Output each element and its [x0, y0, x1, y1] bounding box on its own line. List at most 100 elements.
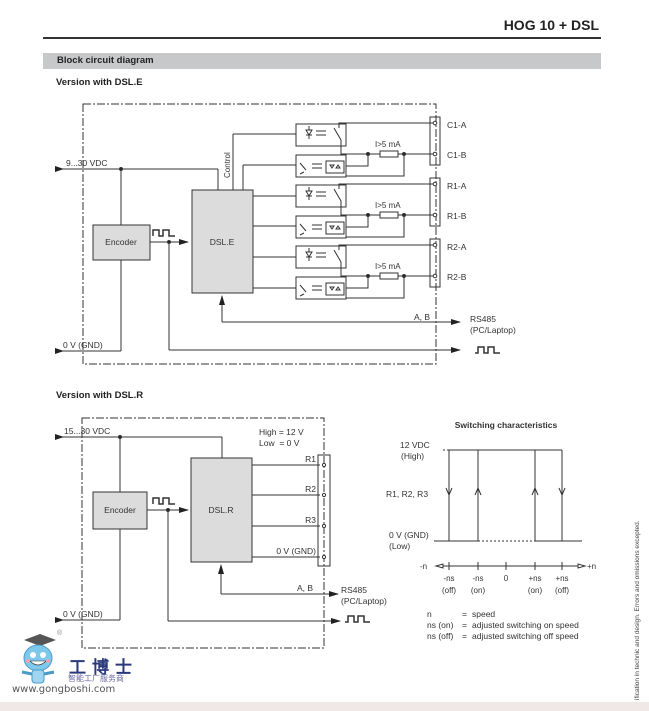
- led-icon: [305, 187, 313, 200]
- relay-channel: [295, 120, 438, 178]
- switching-chart: [434, 449, 587, 570]
- legend-key: ns (off): [427, 631, 453, 641]
- diode-bridge-icon: [325, 160, 345, 174]
- dslr-heading: Version with DSL.R: [56, 390, 144, 401]
- dslr-output-r2: R2: [305, 484, 316, 494]
- terminal-label-r2a: R2-A: [447, 242, 467, 252]
- legend-equals: =: [462, 620, 467, 630]
- legend-desc: speed: [472, 609, 495, 619]
- dslr-gnd-label: 0 V (GND): [63, 609, 103, 619]
- watermark-name: 工博士: [69, 658, 138, 678]
- dsle-housing-boundary: [82, 103, 437, 365]
- switching-low-sub: (Low): [389, 541, 410, 551]
- relay-channel: [295, 181, 438, 239]
- switch-icon: [333, 249, 342, 263]
- terminal-label-r1b: R1-B: [447, 211, 467, 221]
- tick-label: -ns: [472, 574, 483, 583]
- tick-label: +ns: [555, 574, 568, 583]
- dsle-rs485-label: RS485: [470, 314, 496, 324]
- diode-bridge-icon: [325, 221, 345, 235]
- dslr-module-label: DSL.R: [208, 505, 233, 515]
- dsle-rs485-sub: (PC/Laptop): [470, 325, 516, 335]
- dsle-heading: Version with DSL.E: [56, 77, 143, 88]
- dslr-terminal-strip: [317, 454, 331, 567]
- dsle-encoder-block: [92, 224, 151, 261]
- tick-sublabel: (on): [471, 586, 486, 595]
- terminal-strip-c1: [429, 116, 441, 166]
- resistor-icon: [379, 272, 399, 280]
- switching-signal-label: R1, R2, R3: [386, 489, 428, 499]
- axis-neg-label: -n: [420, 562, 427, 571]
- dslr-supply-label: 15...30 VDC: [64, 426, 110, 436]
- dsle-control-label: Control: [223, 152, 232, 178]
- terminal-label-r1a: R1-A: [447, 181, 467, 191]
- phototransistor-icon: [299, 162, 307, 175]
- current-label-3: I>5 mA: [375, 262, 401, 271]
- document-title: HOG 10 + DSL: [503, 17, 599, 33]
- terminal-label-c1a: C1-A: [447, 120, 467, 130]
- switching-high-label: 12 VDC: [400, 440, 430, 450]
- dsle-module-label: DSL.E: [210, 237, 235, 247]
- dsle-supply-label: 9...30 VDC: [66, 158, 108, 168]
- current-label-1: I>5 mA: [375, 140, 401, 149]
- axis-pos-label: +n: [587, 562, 596, 571]
- dslr-encoder-label: Encoder: [104, 505, 136, 515]
- watermark-tagline: 智能工厂服务商: [68, 674, 124, 683]
- tick-label: 0: [504, 574, 509, 583]
- optocoupler-output-block: [295, 245, 347, 269]
- side-note: ification in technic and design. Errors …: [634, 520, 641, 700]
- mascot-icon: [21, 634, 56, 684]
- dslr-output-r3: R3: [305, 515, 316, 525]
- registered-mark: ®: [57, 630, 63, 637]
- tick-label: +ns: [528, 574, 541, 583]
- current-label-2: I>5 mA: [375, 201, 401, 210]
- dslr-rs485-label: RS485: [341, 585, 367, 595]
- watermark-url: www.gongboshi.com: [12, 684, 116, 695]
- legend-desc: adjusted switching off speed: [472, 631, 579, 641]
- resistor-icon: [379, 211, 399, 219]
- led-icon: [305, 248, 313, 261]
- dslr-bus-label: A, B: [297, 583, 313, 593]
- diode-bridge-icon: [325, 282, 345, 296]
- tick-sublabel: (on): [528, 586, 543, 595]
- header-rule: [43, 37, 601, 39]
- dslr-rs485-sub: (PC/Laptop): [341, 596, 387, 606]
- legend-key: n: [427, 609, 432, 619]
- bottom-band: [0, 702, 649, 711]
- terminal-label-c1b: C1-B: [447, 150, 467, 160]
- dsle-bus-label: A, B: [414, 312, 430, 322]
- dsle-diagram: [55, 103, 500, 365]
- tick-sublabel: (off): [555, 586, 569, 595]
- tick-label: -ns: [443, 574, 454, 583]
- switching-title: Switching characteristics: [455, 420, 558, 430]
- dslr-housing-boundary: [81, 417, 325, 649]
- dslr-output-r1: R1: [305, 454, 316, 464]
- legend-equals: =: [462, 609, 467, 619]
- dslr-high-label: High = 12 V: [259, 427, 304, 437]
- led-icon: [305, 126, 313, 139]
- relay-channel: [295, 242, 438, 300]
- legend-equals: =: [462, 631, 467, 641]
- dsle-encoder-label: Encoder: [105, 237, 137, 247]
- resistor-icon: [379, 150, 399, 158]
- dslr-diagram: [55, 417, 370, 649]
- dsle-module-block: [191, 189, 254, 294]
- optocoupler-output-block: [295, 184, 347, 208]
- switch-icon: [333, 127, 342, 141]
- dslr-output-gnd: 0 V (GND): [276, 546, 316, 556]
- phototransistor-icon: [299, 284, 307, 297]
- tick-sublabel: (off): [442, 586, 456, 595]
- terminal-strip-r2: [429, 238, 441, 288]
- dsle-gnd-label: 0 V (GND): [63, 340, 103, 350]
- phototransistor-icon: [299, 223, 307, 236]
- legend-key: ns (on): [427, 620, 454, 630]
- switch-icon: [333, 188, 342, 202]
- dslr-low-label: Low = 0 V: [259, 438, 300, 448]
- section-title: Block circuit diagram: [43, 53, 601, 69]
- switching-high-sub: (High): [401, 451, 424, 461]
- dslr-module-block: [190, 457, 253, 563]
- optocoupler-output-block: [295, 123, 347, 147]
- terminal-label-r2b: R2-B: [447, 272, 467, 282]
- watermark-logo: ® 工博士 智能工厂服务商 www.gongboshi.com: [8, 628, 148, 700]
